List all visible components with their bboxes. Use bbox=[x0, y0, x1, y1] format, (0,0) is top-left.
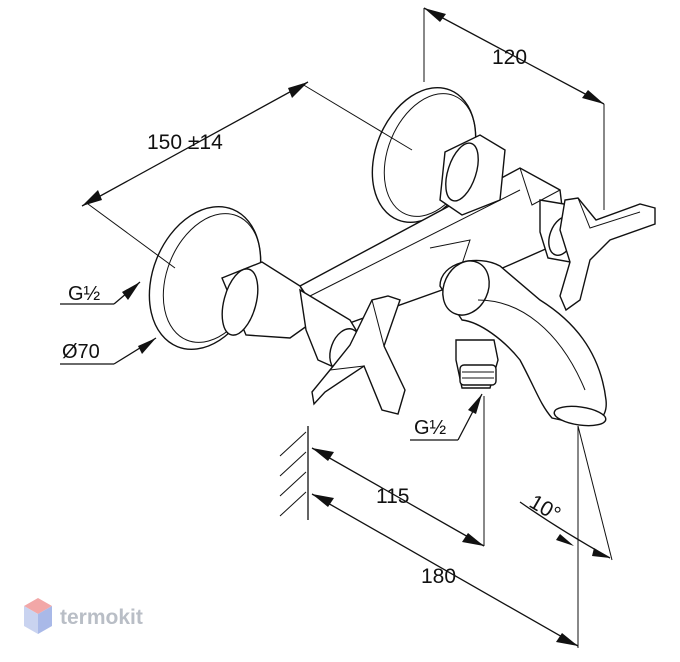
watermark-text: termokit bbox=[60, 606, 143, 629]
thread-left-callout: G½ bbox=[60, 281, 141, 305]
thread-left-label: G½ bbox=[68, 283, 101, 305]
shower-outlet bbox=[455, 339, 499, 389]
front-connector bbox=[221, 261, 319, 339]
dimension-180: 180 bbox=[311, 426, 579, 648]
back-connector bbox=[439, 134, 506, 216]
dimension-120-label: 120 bbox=[492, 46, 527, 69]
dimension-180-label: 180 bbox=[421, 565, 456, 588]
dimension-150-label: 150 ±14 bbox=[147, 131, 223, 154]
dimension-115-label: 115 bbox=[376, 485, 409, 508]
back-cross-handle bbox=[559, 197, 656, 312]
bath-spout bbox=[439, 259, 607, 427]
watermark: termokit bbox=[24, 598, 143, 634]
dimension-120: 120 bbox=[423, 7, 605, 210]
wall-hatch bbox=[279, 426, 309, 520]
watermark-cube-icon bbox=[24, 598, 52, 634]
thread-bottom-callout: G½ bbox=[410, 393, 483, 441]
dimension-115: 115 bbox=[311, 396, 485, 547]
diameter-label: Ø70 bbox=[62, 341, 100, 363]
diameter-callout: Ø70 bbox=[60, 337, 157, 365]
angle-callout: 10° bbox=[519, 425, 613, 561]
faucet-drawing bbox=[148, 86, 656, 427]
dimension-150: 150 ±14 bbox=[81, 81, 413, 269]
angle-label: 10° bbox=[525, 490, 564, 526]
thread-bottom-label: G½ bbox=[414, 417, 447, 439]
front-cross-handle bbox=[311, 295, 406, 415]
